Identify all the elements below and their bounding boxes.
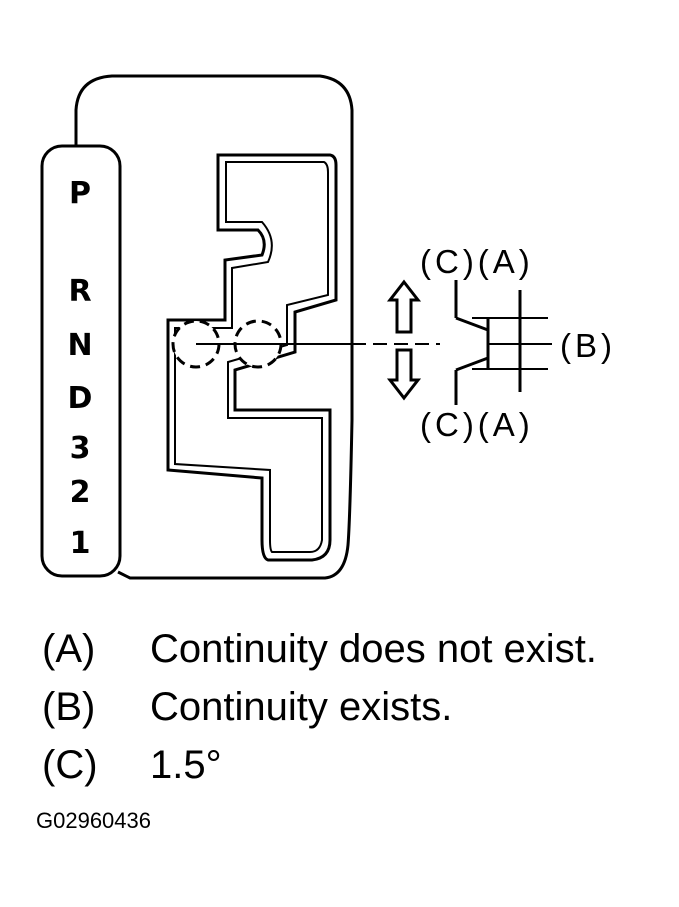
legend-text-b: Continuity exists. [150,685,453,729]
legend-key-c: (C) [42,743,98,787]
legend-row-a: (A) Continuity does not exist. [42,620,597,678]
legend-text-a: Continuity does not exist. [150,627,597,671]
legend: (A) Continuity does not exist. (B) Conti… [42,620,597,794]
gear-label-r: R [68,274,91,309]
legend-key-b: (B) [42,685,96,729]
legend-row-c: (C) 1.5° [42,736,597,794]
gear-label-n: N [67,328,92,363]
arrow-down-icon [386,348,422,401]
gear-label-d: D [68,381,93,416]
gear-label-1: 1 [70,526,91,561]
shift-gate-outer [166,153,338,562]
gear-label-3: 3 [70,431,91,466]
legend-row-b: (B) Continuity exists. [42,678,597,736]
legend-text-c: 1.5° [150,743,222,787]
arrow-up-icon [386,279,422,334]
gear-label-p: P [69,176,91,211]
legend-key-a: (A) [42,627,96,671]
gear-label-2: 2 [70,475,91,510]
callout-b: (B) [560,327,616,364]
shifter-housing [74,74,354,580]
position-indicator-strip [40,144,122,578]
switch-angle-detail [454,280,552,405]
figure-code: G02960436 [36,808,151,833]
callout-top-c-a: (C)(A) [420,243,534,280]
shift-gate-inner [174,161,329,553]
shift-lever-diagram: P R N D 3 2 1 (C)(A) (C)(A) (B) [40,74,616,580]
callout-bottom-c-a: (C)(A) [420,406,534,443]
